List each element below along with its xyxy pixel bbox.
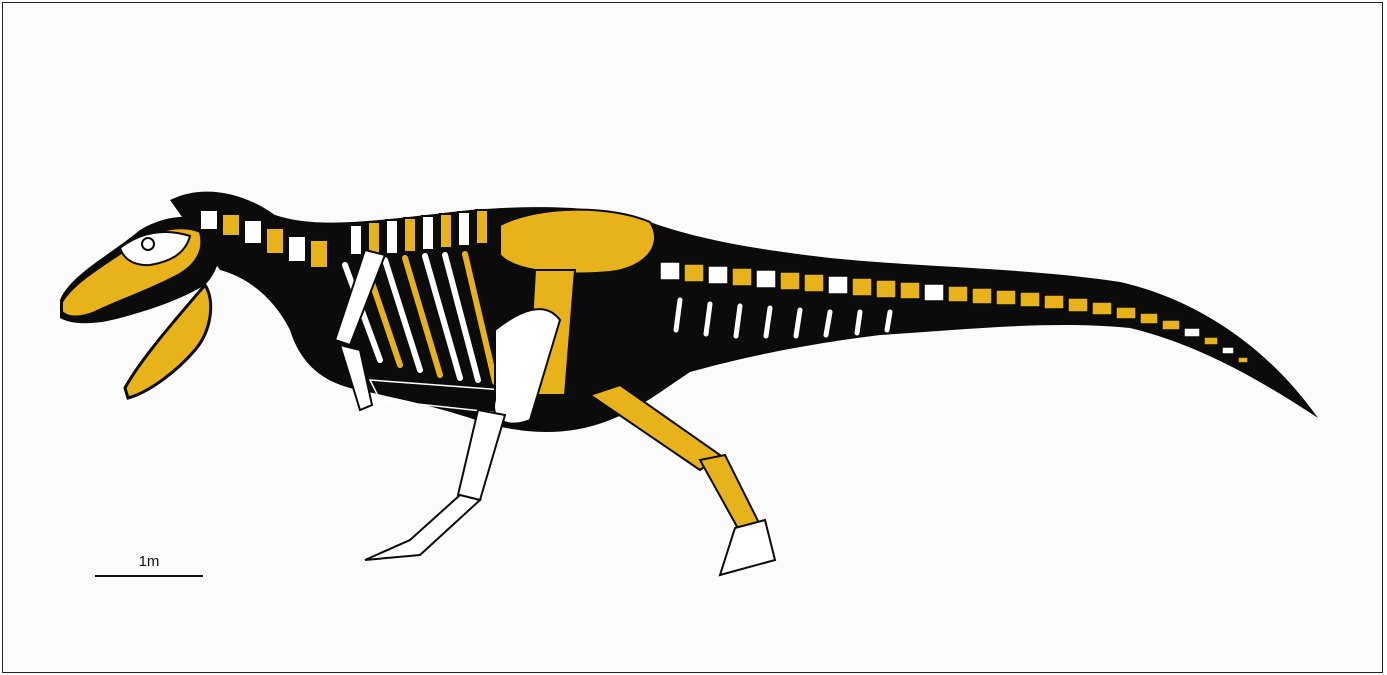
tibia-left xyxy=(458,410,505,500)
dinosaur-silhouette xyxy=(60,192,1318,575)
scale-bar: 1m xyxy=(95,553,203,583)
orbit xyxy=(142,238,154,250)
scale-bar-line xyxy=(95,575,203,577)
metatarsal-right xyxy=(700,455,760,532)
foot-left xyxy=(365,495,480,560)
tibia-right xyxy=(590,385,720,470)
foot-right xyxy=(720,520,775,575)
scale-bar-label: 1m xyxy=(95,553,203,570)
ilium xyxy=(500,210,655,274)
body-tail-silhouette xyxy=(170,192,1318,432)
